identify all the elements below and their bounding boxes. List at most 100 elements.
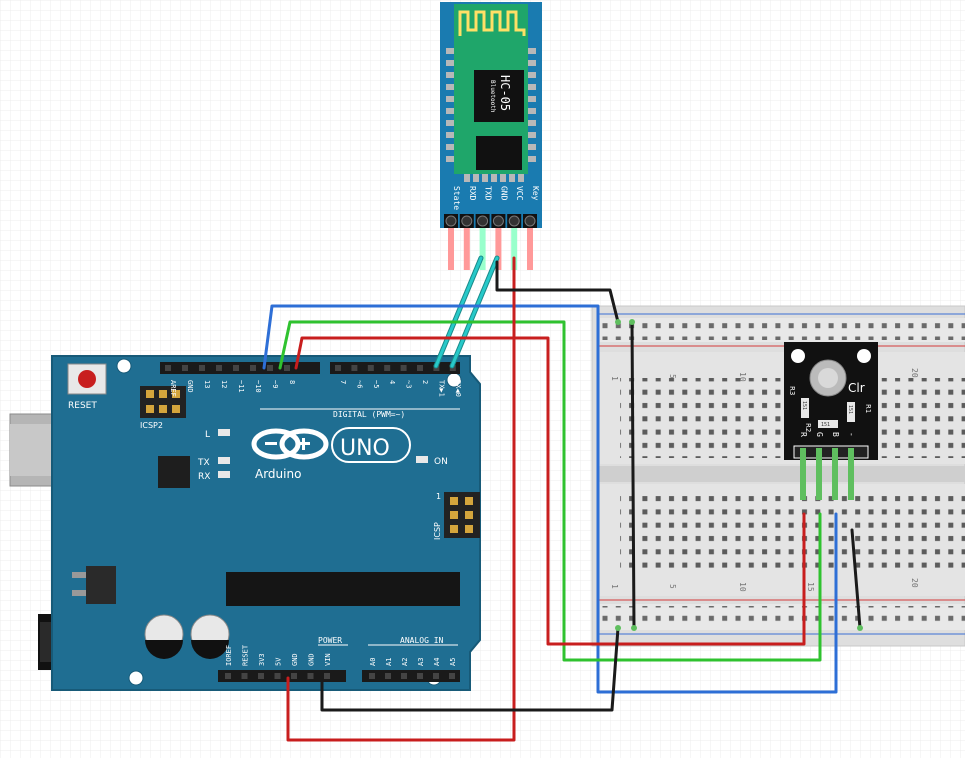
arduino-logo-icon — [251, 428, 329, 460]
icsp2-label: ICSP2 — [140, 421, 163, 430]
hc05-chip-sub: Bluetooth — [489, 80, 496, 113]
header-pin-label: 8 — [288, 380, 296, 384]
hc05-side-pad — [528, 120, 536, 126]
voltage-regulator — [86, 566, 116, 604]
hc05-pin-leg — [527, 228, 533, 270]
header-pin-label: ~3 — [405, 380, 413, 388]
power-pin-label: IOREF — [225, 645, 233, 666]
power-pin-hole — [307, 673, 314, 679]
hc05-side-pad — [446, 84, 454, 90]
header-pin-label: ~10 — [254, 380, 262, 393]
header-pin-label: AREF — [169, 380, 177, 397]
icsp2-header — [140, 386, 186, 418]
resistor-r1-label: R1 — [864, 404, 872, 413]
power-pin-hole — [274, 673, 281, 679]
analog-pin-hole — [449, 673, 455, 679]
hc05-pin-leg — [448, 228, 454, 270]
header-pin-label: 13 — [203, 380, 211, 388]
rgb-module-pins — [800, 448, 854, 500]
antenna-trace — [458, 10, 526, 36]
resistor-r2-value: 151 — [821, 422, 830, 428]
hc05-side-pad — [528, 48, 536, 54]
bb-col-10-top: 10 — [738, 372, 747, 382]
analog-pin-label: A1 — [385, 658, 393, 666]
analog-pin-label: A2 — [401, 658, 409, 666]
wire-red-vcc — [286, 256, 516, 742]
hc05-side-pad — [528, 60, 536, 66]
icsp-pin1-label: 1 — [436, 492, 441, 501]
hc05-side-pad — [528, 84, 536, 90]
header-pin-label: GND — [186, 380, 194, 393]
power-pin-label: GND — [308, 653, 316, 666]
hc05-bottom-pad — [482, 174, 488, 182]
bb-col-1-bottom: 1 — [610, 584, 619, 589]
hc05-side-pad — [446, 60, 454, 66]
led-on — [416, 456, 428, 463]
header-pin-hole — [400, 365, 407, 371]
wire-black-rail — [630, 320, 636, 630]
hc05-pin-leg — [511, 228, 518, 270]
header-pin-hole — [351, 365, 358, 371]
hc05-pin-label: GND — [499, 186, 508, 201]
hc05-side-pad — [446, 48, 454, 54]
hc05-side-pad — [528, 72, 536, 78]
header-pin-label: 7 — [339, 380, 347, 384]
power-header — [218, 670, 346, 682]
hc05-chip — [474, 70, 524, 122]
wire-black-arduino-gnd — [320, 626, 620, 712]
hc05-chip-name: HC-05 — [498, 75, 512, 111]
wire-red-pwm — [294, 336, 806, 646]
digital-pwm-label: DIGITAL (PWM=~) — [333, 410, 405, 419]
hc05-side-pad — [528, 96, 536, 102]
header-pin-hole — [250, 365, 256, 371]
analog-pin-label: A4 — [433, 658, 441, 666]
bb-col-1-top: 1 — [610, 376, 619, 381]
analog-in-label: ANALOG IN — [400, 636, 444, 645]
usb-chip — [158, 456, 190, 488]
hc05-pin-hole — [524, 215, 536, 227]
analog-pin-label: A3 — [417, 658, 425, 666]
bb-col-10-bottom: 10 — [738, 582, 747, 592]
power-pin-hole — [225, 673, 231, 679]
resistor-r2-label: R2 — [804, 423, 812, 432]
wire-blue — [262, 304, 838, 694]
header-pin-hole — [284, 365, 290, 371]
header-pin-hole — [267, 365, 273, 371]
header-pin-label: ~11 — [237, 380, 245, 393]
rgb-pin-label: - — [847, 432, 856, 437]
bb-col-20-bottom: 20 — [910, 578, 919, 588]
hc05-side-pad — [446, 96, 454, 102]
header-pin-label: 4 — [388, 380, 396, 384]
wire-black-bt-gnd — [495, 260, 620, 324]
analog-pin-hole — [385, 673, 391, 679]
bb-col-20-top: 20 — [910, 368, 919, 378]
header-pin-hole — [199, 365, 205, 371]
header-pin-label: TX▶1 — [437, 380, 445, 397]
led-rx — [218, 471, 230, 478]
led-rx-label: RX — [198, 472, 210, 482]
resistor-r3-value: 151 — [801, 401, 807, 410]
hc05-pin-hole — [477, 215, 489, 227]
resistor-r1-value: 151 — [847, 405, 853, 414]
power-pin-label: 5V — [275, 657, 283, 666]
power-pin-label: GND — [291, 653, 299, 666]
power-pin-hole — [258, 673, 264, 679]
led-tx-label: TX — [197, 458, 210, 468]
rgb-pin-label: G — [815, 432, 824, 437]
wires — [262, 255, 863, 742]
led-l-label: L — [205, 430, 210, 440]
hc05-pin-hole — [508, 215, 520, 227]
analog-header — [362, 670, 460, 682]
analog-pin-label: A5 — [449, 658, 457, 666]
bb-col-5-top: 5 — [668, 374, 677, 379]
hc05-side-pad — [528, 108, 536, 114]
rgb-pin-label: B — [831, 432, 840, 437]
hc05-side-pad — [528, 132, 536, 138]
header-pin-label: ~6 — [355, 380, 363, 388]
hc05-side-pad — [446, 72, 454, 78]
power-pin-label: VIN — [324, 653, 332, 666]
hc05-pin-label: State — [452, 186, 461, 210]
header-pin-hole — [182, 365, 188, 371]
hc05-side-pad — [528, 144, 536, 150]
